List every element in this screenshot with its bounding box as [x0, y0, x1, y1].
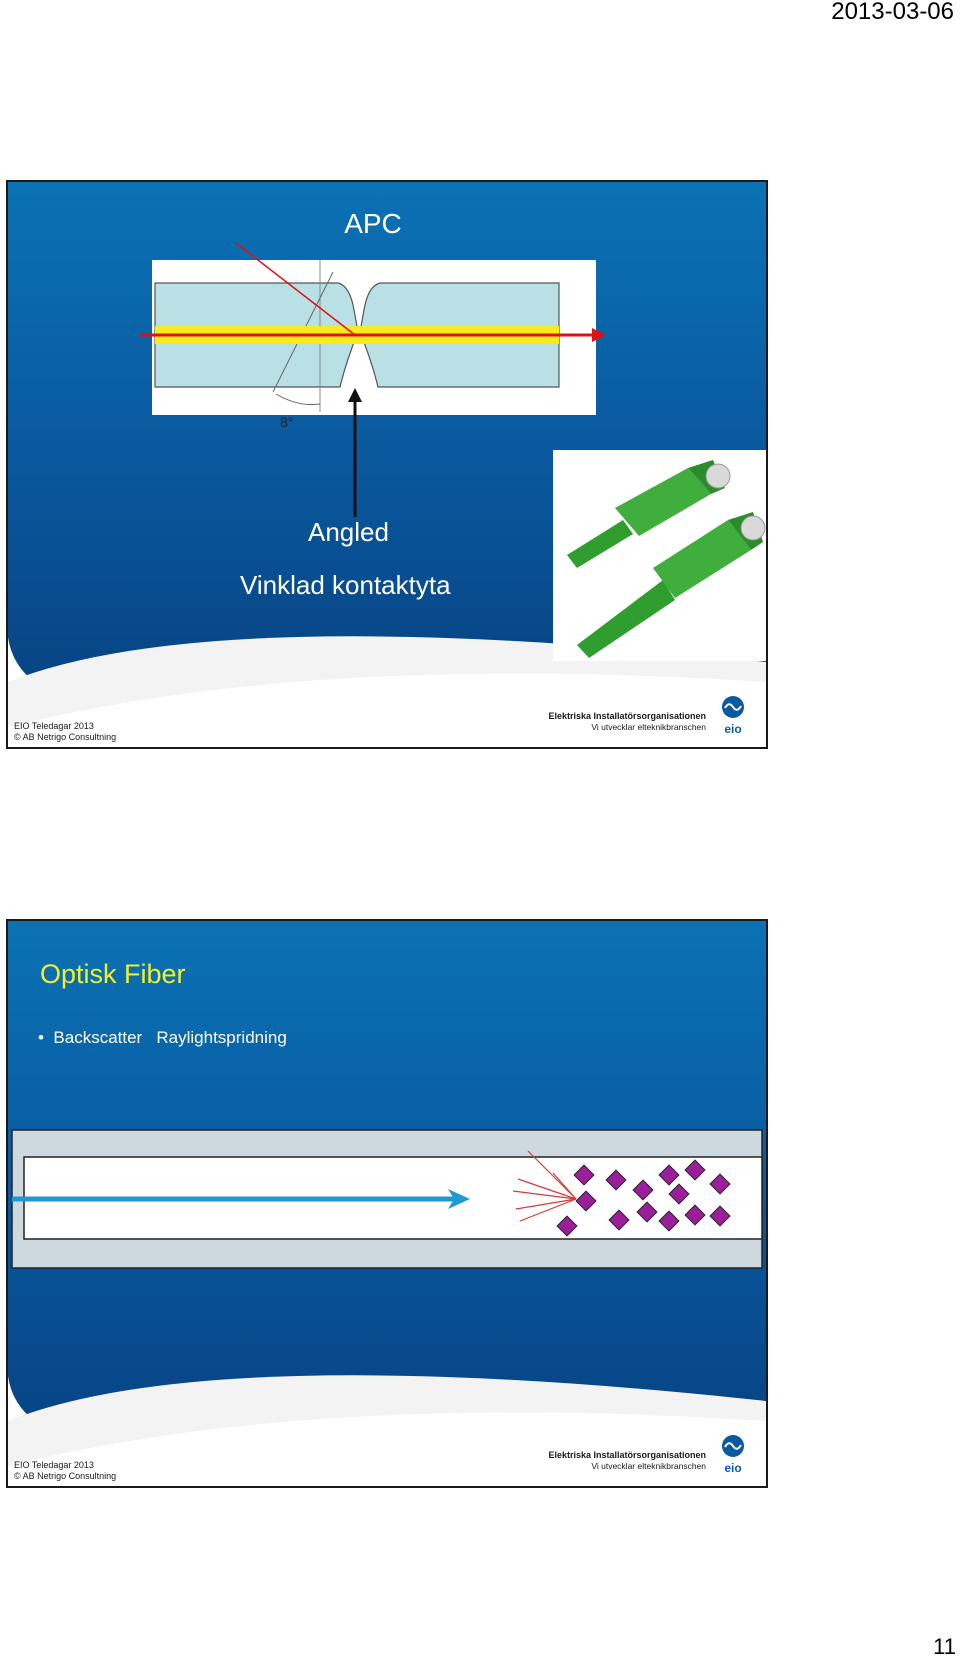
backscatter-fiber-diagram: [11, 1129, 763, 1269]
angle-label: 8°: [280, 414, 294, 430]
slide-footer-left: EIO Teledagar 2013 © AB Netrigo Consultn…: [14, 721, 116, 743]
eio-logo-text: eio: [724, 1461, 741, 1474]
slide-background-wave: [8, 1375, 766, 1486]
event-name: EIO Teledagar 2013: [14, 721, 94, 731]
slide-apc: APC 8° Angled Vinklad kontaktyta: [6, 180, 768, 749]
slide-title: APC: [344, 208, 402, 239]
eio-logo: eio: [722, 1435, 744, 1474]
bullet-mark: •: [38, 1028, 44, 1047]
sc-apc-connector-image: [553, 450, 766, 661]
page-date: 2013-03-06: [831, 0, 954, 25]
slide-footer-left: EIO Teledagar 2013 © AB Netrigo Consultn…: [14, 1460, 116, 1482]
apc-connector-diagram: [140, 242, 606, 517]
copyright: © AB Netrigo Consultning: [14, 1471, 117, 1481]
org-tagline: Vi utvecklar elteknikbranschen: [591, 722, 706, 732]
caption-vinklad: Vinklad kontaktyta: [240, 570, 451, 600]
bullet-item: • Backscatter Raylightspridning: [38, 1028, 287, 1048]
eio-logo-text: eio: [724, 722, 741, 735]
org-tagline: Vi utvecklar elteknikbranschen: [591, 1461, 706, 1471]
event-name: EIO Teledagar 2013: [14, 1460, 94, 1470]
caption-angled: Angled: [308, 517, 389, 547]
page-number: 11: [933, 1634, 956, 1659]
slide-background-wave: [8, 636, 766, 747]
slide-title: Optisk Fiber: [40, 959, 186, 989]
green-connectors-photo: [553, 450, 766, 661]
copyright: © AB Netrigo Consultning: [14, 732, 117, 742]
bullet-text: Backscatter Raylightspridning: [53, 1028, 287, 1047]
org-name: Elektriska Installatörsorganisationen: [548, 1450, 706, 1460]
org-name: Elektriska Installatörsorganisationen: [548, 711, 706, 721]
org-block: Elektriska Installatörsorganisationen Vi…: [548, 1450, 706, 1472]
org-block: Elektriska Installatörsorganisationen Vi…: [548, 711, 706, 733]
eio-logo: eio: [722, 696, 744, 735]
slide-optisk-fiber: Optisk Fiber • Backscatter Raylightsprid…: [6, 919, 768, 1488]
